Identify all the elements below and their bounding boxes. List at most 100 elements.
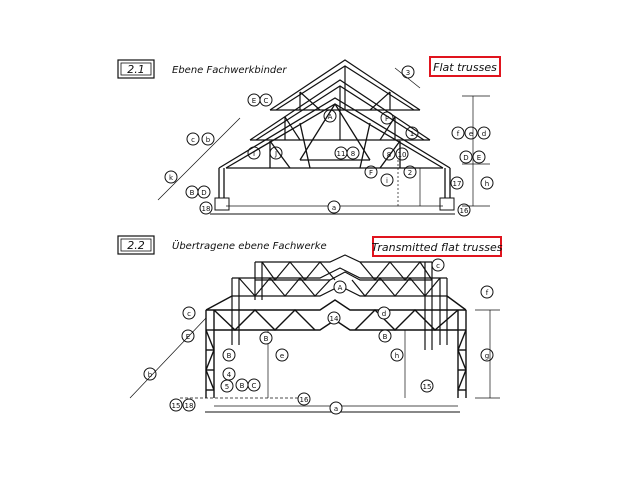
svg-text:1: 1: [410, 130, 414, 138]
truss-front: [218, 97, 451, 169]
svg-text:f: f: [457, 130, 460, 138]
label-a: a: [327, 200, 341, 214]
svg-text:h: h: [395, 352, 399, 360]
svg-text:2: 2: [408, 169, 412, 177]
section-number-box-2: [117, 235, 155, 255]
svg-text:c: c: [187, 310, 191, 318]
labels-2-2: c A f c 14 d E B B B e h g 4 b 5 B C 15 …: [143, 258, 494, 415]
labels-2-1: c b k B D 18 E C I J A F 1 11 8 8 10 F 2…: [164, 65, 494, 217]
label-D: D: [197, 185, 211, 199]
label-8b: 8: [382, 147, 396, 161]
section-title-2: Übertragene ebene Fachwerke: [172, 239, 327, 252]
svg-text:3: 3: [406, 69, 410, 77]
section-number-inner-box-2: [120, 238, 152, 252]
svg-text:B: B: [240, 382, 245, 390]
label-3: 3: [401, 65, 415, 79]
label-I: I: [247, 146, 261, 160]
svg-text:11: 11: [337, 150, 346, 158]
label-J: J: [269, 146, 283, 160]
label-C2: C: [247, 378, 261, 392]
label-A: A: [323, 109, 337, 123]
svg-text:a: a: [334, 405, 338, 413]
svg-text:18: 18: [202, 205, 211, 213]
svg-text:8: 8: [351, 150, 355, 158]
svg-text:B: B: [383, 333, 388, 341]
svg-text:15: 15: [423, 383, 432, 391]
right-foundation: [439, 197, 455, 211]
svg-text:f: f: [486, 289, 489, 297]
svg-text:B: B: [190, 189, 195, 197]
svg-text:E: E: [186, 333, 190, 341]
svg-text:h: h: [485, 180, 489, 188]
svg-text:D: D: [201, 189, 206, 197]
label-1: 1: [405, 126, 419, 140]
label-d: d: [477, 126, 491, 140]
label-c: c: [186, 132, 200, 146]
space-frame-back: [254, 254, 433, 350]
svg-text:17: 17: [453, 180, 462, 188]
space-frame-middle: [231, 267, 448, 345]
svg-text:J: J: [274, 150, 277, 158]
label-b: b: [201, 132, 215, 146]
svg-text:d: d: [482, 130, 486, 138]
label-15: 15: [420, 379, 434, 393]
callout-text: Flat trusses: [433, 61, 497, 74]
label-g2: g: [480, 348, 494, 362]
label-h: h: [480, 176, 494, 190]
section-number-2: 2.2: [127, 239, 145, 252]
label-8: 8: [346, 146, 360, 160]
label-f: f: [451, 126, 465, 140]
svg-text:18: 18: [185, 402, 194, 410]
section-2-2: 2.2 Übertragene ebene Fachwerke Transmit…: [117, 235, 503, 415]
label-h2: h: [390, 348, 404, 362]
label-k: k: [164, 170, 178, 184]
svg-text:E: E: [252, 97, 256, 105]
svg-text:5: 5: [225, 383, 229, 391]
svg-text:a: a: [332, 204, 336, 212]
svg-text:g: g: [485, 352, 489, 360]
svg-text:B: B: [264, 335, 269, 343]
callout-text-2: Transmitted flat trusses: [372, 241, 503, 254]
svg-text:4: 4: [227, 371, 232, 379]
svg-text:15: 15: [172, 402, 181, 410]
columns: [218, 168, 451, 198]
label-4: 4: [222, 367, 236, 381]
svg-text:C: C: [252, 382, 257, 390]
svg-text:e: e: [469, 130, 473, 138]
svg-text:i: i: [386, 177, 388, 185]
label-E: E: [247, 93, 261, 107]
label-B2c: B: [222, 348, 236, 362]
left-foundation: [214, 197, 230, 211]
label-18b: 18: [182, 398, 196, 412]
label-E2: E: [181, 329, 195, 343]
label-A2: A: [333, 280, 347, 294]
svg-text:10: 10: [398, 151, 407, 159]
label-E-right: E: [472, 150, 486, 164]
label-16b: 16: [297, 392, 311, 406]
svg-text:C: C: [264, 97, 269, 105]
label-i: i: [380, 173, 394, 187]
label-e2: e: [275, 348, 289, 362]
svg-text:B: B: [227, 352, 232, 360]
label-f2: f: [480, 285, 494, 299]
label-B2: B: [259, 331, 273, 345]
svg-text:k: k: [169, 174, 174, 182]
svg-text:I: I: [253, 150, 255, 158]
section-number: 2.1: [127, 63, 145, 76]
truss-back: [269, 59, 421, 111]
label-e: e: [464, 126, 478, 140]
svg-text:d: d: [382, 310, 386, 318]
label-B: B: [185, 185, 199, 199]
svg-text:16: 16: [300, 396, 309, 404]
label-c2: c: [431, 258, 445, 272]
svg-text:e: e: [280, 352, 284, 360]
svg-text:c: c: [436, 262, 440, 270]
svg-text:F: F: [369, 169, 373, 177]
label-5: 5: [220, 379, 234, 393]
svg-text:b: b: [148, 371, 153, 379]
label-11: 11: [334, 146, 348, 160]
label-15b: 15: [169, 398, 183, 412]
label-F-low: F: [364, 165, 378, 179]
label-18: 18: [199, 201, 213, 215]
